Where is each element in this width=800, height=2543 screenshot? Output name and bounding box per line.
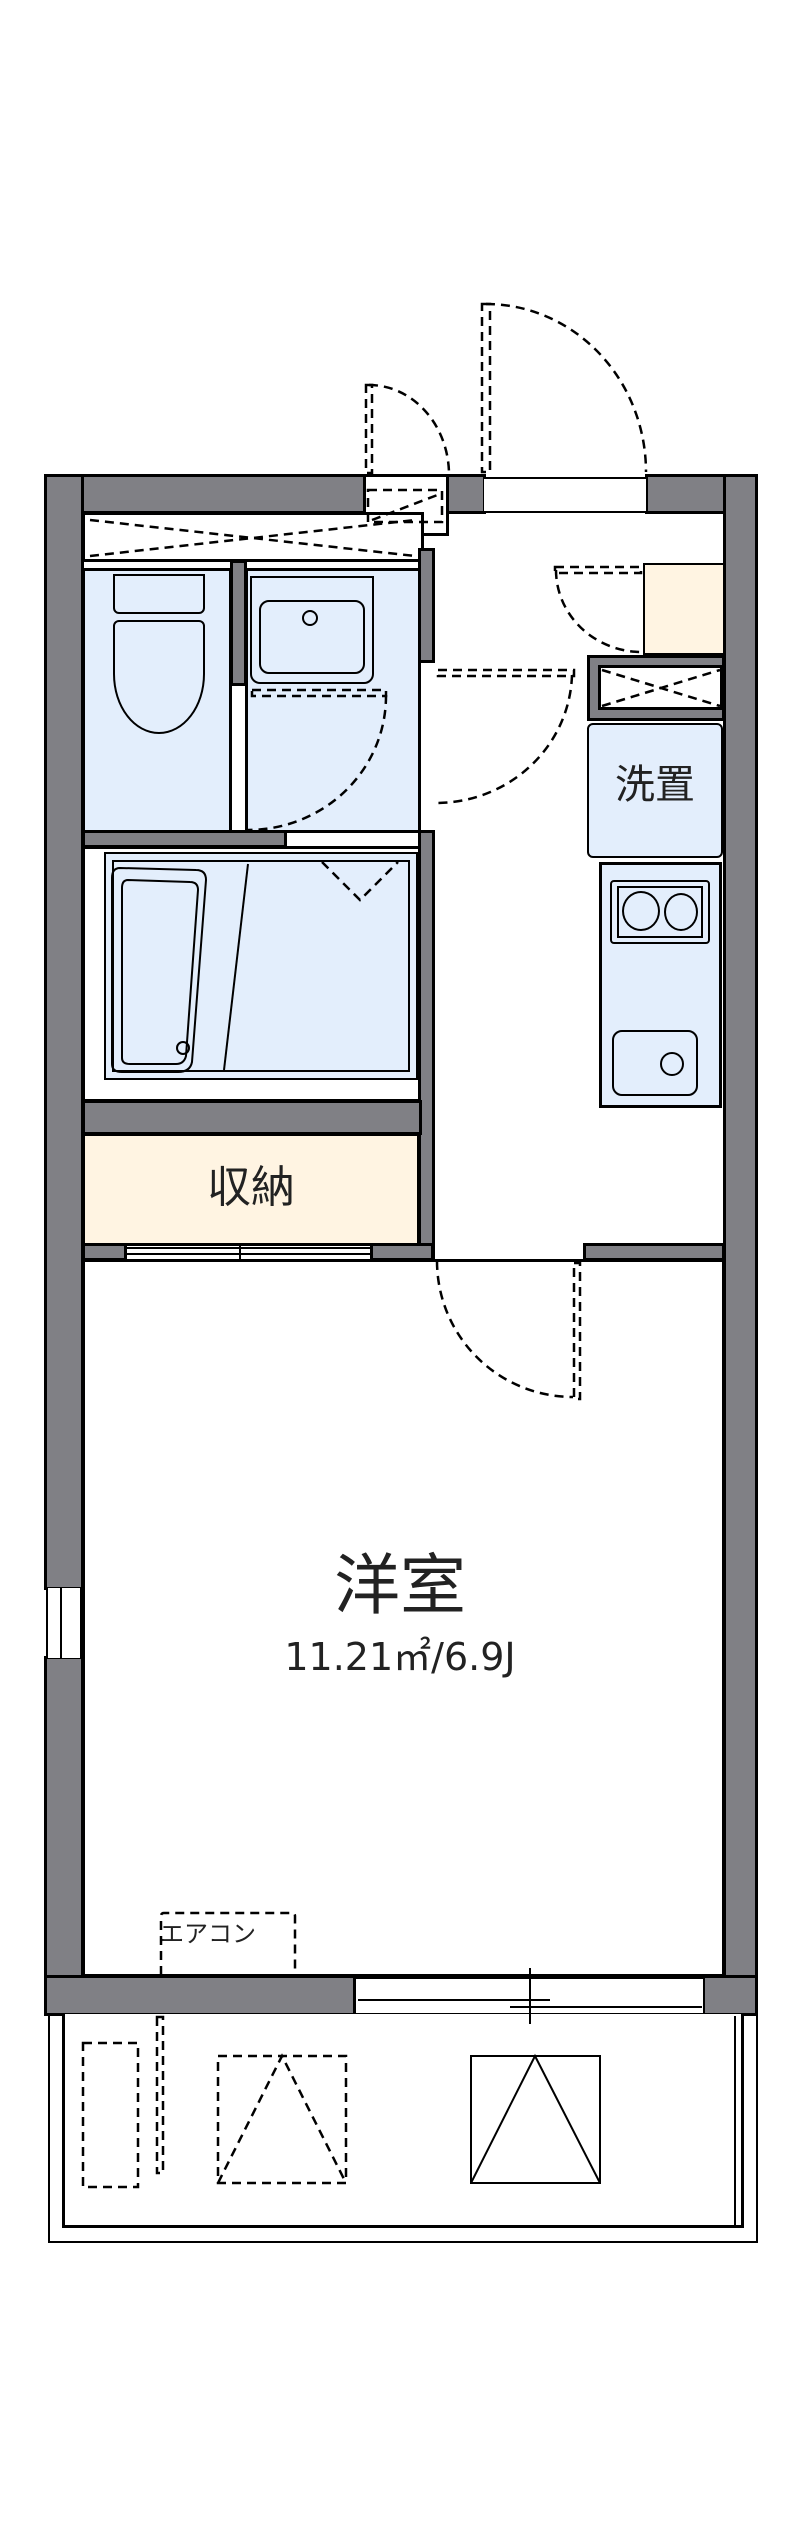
sink-drain-icon xyxy=(660,1052,684,1076)
laundry-drain-box xyxy=(598,665,723,710)
washer-space xyxy=(587,723,723,858)
western-room-label: 洋室 xyxy=(334,1547,466,1624)
bath-unit-inner xyxy=(112,860,410,1072)
entrance-opening xyxy=(484,477,646,513)
side-window-pane xyxy=(60,1588,62,1658)
burner-right-icon xyxy=(664,893,698,931)
toilet-bowl xyxy=(113,620,205,734)
washbasin-drain-icon xyxy=(302,610,318,626)
storage-label: 収納 xyxy=(207,1162,295,1213)
balcony-inner xyxy=(62,2014,744,2228)
washbasin-bowl xyxy=(259,600,365,674)
washroom xyxy=(245,568,421,833)
side-window xyxy=(46,1588,82,1658)
burner-left-icon xyxy=(622,891,660,931)
western-room xyxy=(82,1259,725,1977)
washer-space-label: 洗置 xyxy=(615,762,695,808)
air-conditioner-label: エアコン xyxy=(160,1920,256,1948)
shoe-cabinet xyxy=(643,563,725,655)
outer-wall-bottom-left xyxy=(44,1975,356,2016)
western-room-area: 11.21㎡/6.9J xyxy=(284,1635,516,1679)
toilet-tank xyxy=(113,574,205,614)
kitchen-sink xyxy=(612,1030,698,1096)
outer-wall-bottom-right xyxy=(702,1975,758,2016)
washbasin-counter xyxy=(250,576,374,684)
stove-grate xyxy=(617,886,703,938)
balcony-outer-rail xyxy=(48,2014,758,2243)
storage-room xyxy=(82,1133,420,1246)
